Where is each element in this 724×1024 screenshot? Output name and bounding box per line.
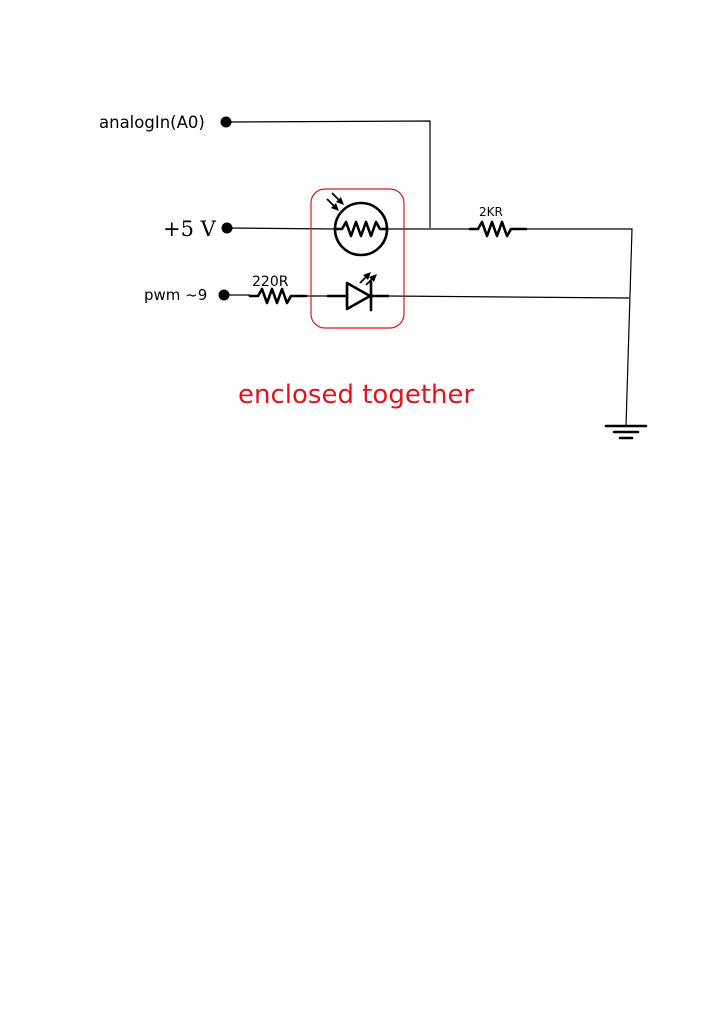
ground-symbol: [604, 424, 648, 440]
enclosure-outline: [310, 188, 405, 329]
ldr-zigzag: [334, 220, 388, 238]
led-emission-arrows-icon: [359, 272, 377, 286]
plus5v-net: +5 V: [163, 217, 337, 241]
resistor-2k: 2KR: [468, 205, 528, 238]
enclosure-note: enclosed together: [238, 380, 474, 410]
resistor-220-label: 220R: [252, 274, 289, 290]
analog-in-net: analogIn(A0): [99, 113, 431, 228]
led-to-rail-wire: [387, 295, 630, 299]
analog-in-wire: [225, 120, 431, 228]
led-triangle: [345, 281, 372, 311]
resistor-2k-zigzag: [468, 220, 528, 238]
analog-in-label: analogIn(A0): [99, 113, 205, 132]
ldr-light-arrows-icon: [326, 192, 344, 211]
plus5v-label: +5 V: [163, 217, 217, 241]
resistor-2k-label: 2KR: [479, 205, 503, 219]
top-right-wire: [526, 228, 633, 427]
led-symbol: [326, 272, 390, 312]
plus5v-wire: [226, 227, 337, 230]
resistor-220: 220R: [248, 274, 308, 305]
pwm-label: pwm ~9: [144, 286, 207, 304]
resistor-220-zigzag: [248, 287, 308, 305]
ldr-symbol: [326, 192, 389, 257]
pwm-net: pwm ~9: [144, 286, 250, 304]
